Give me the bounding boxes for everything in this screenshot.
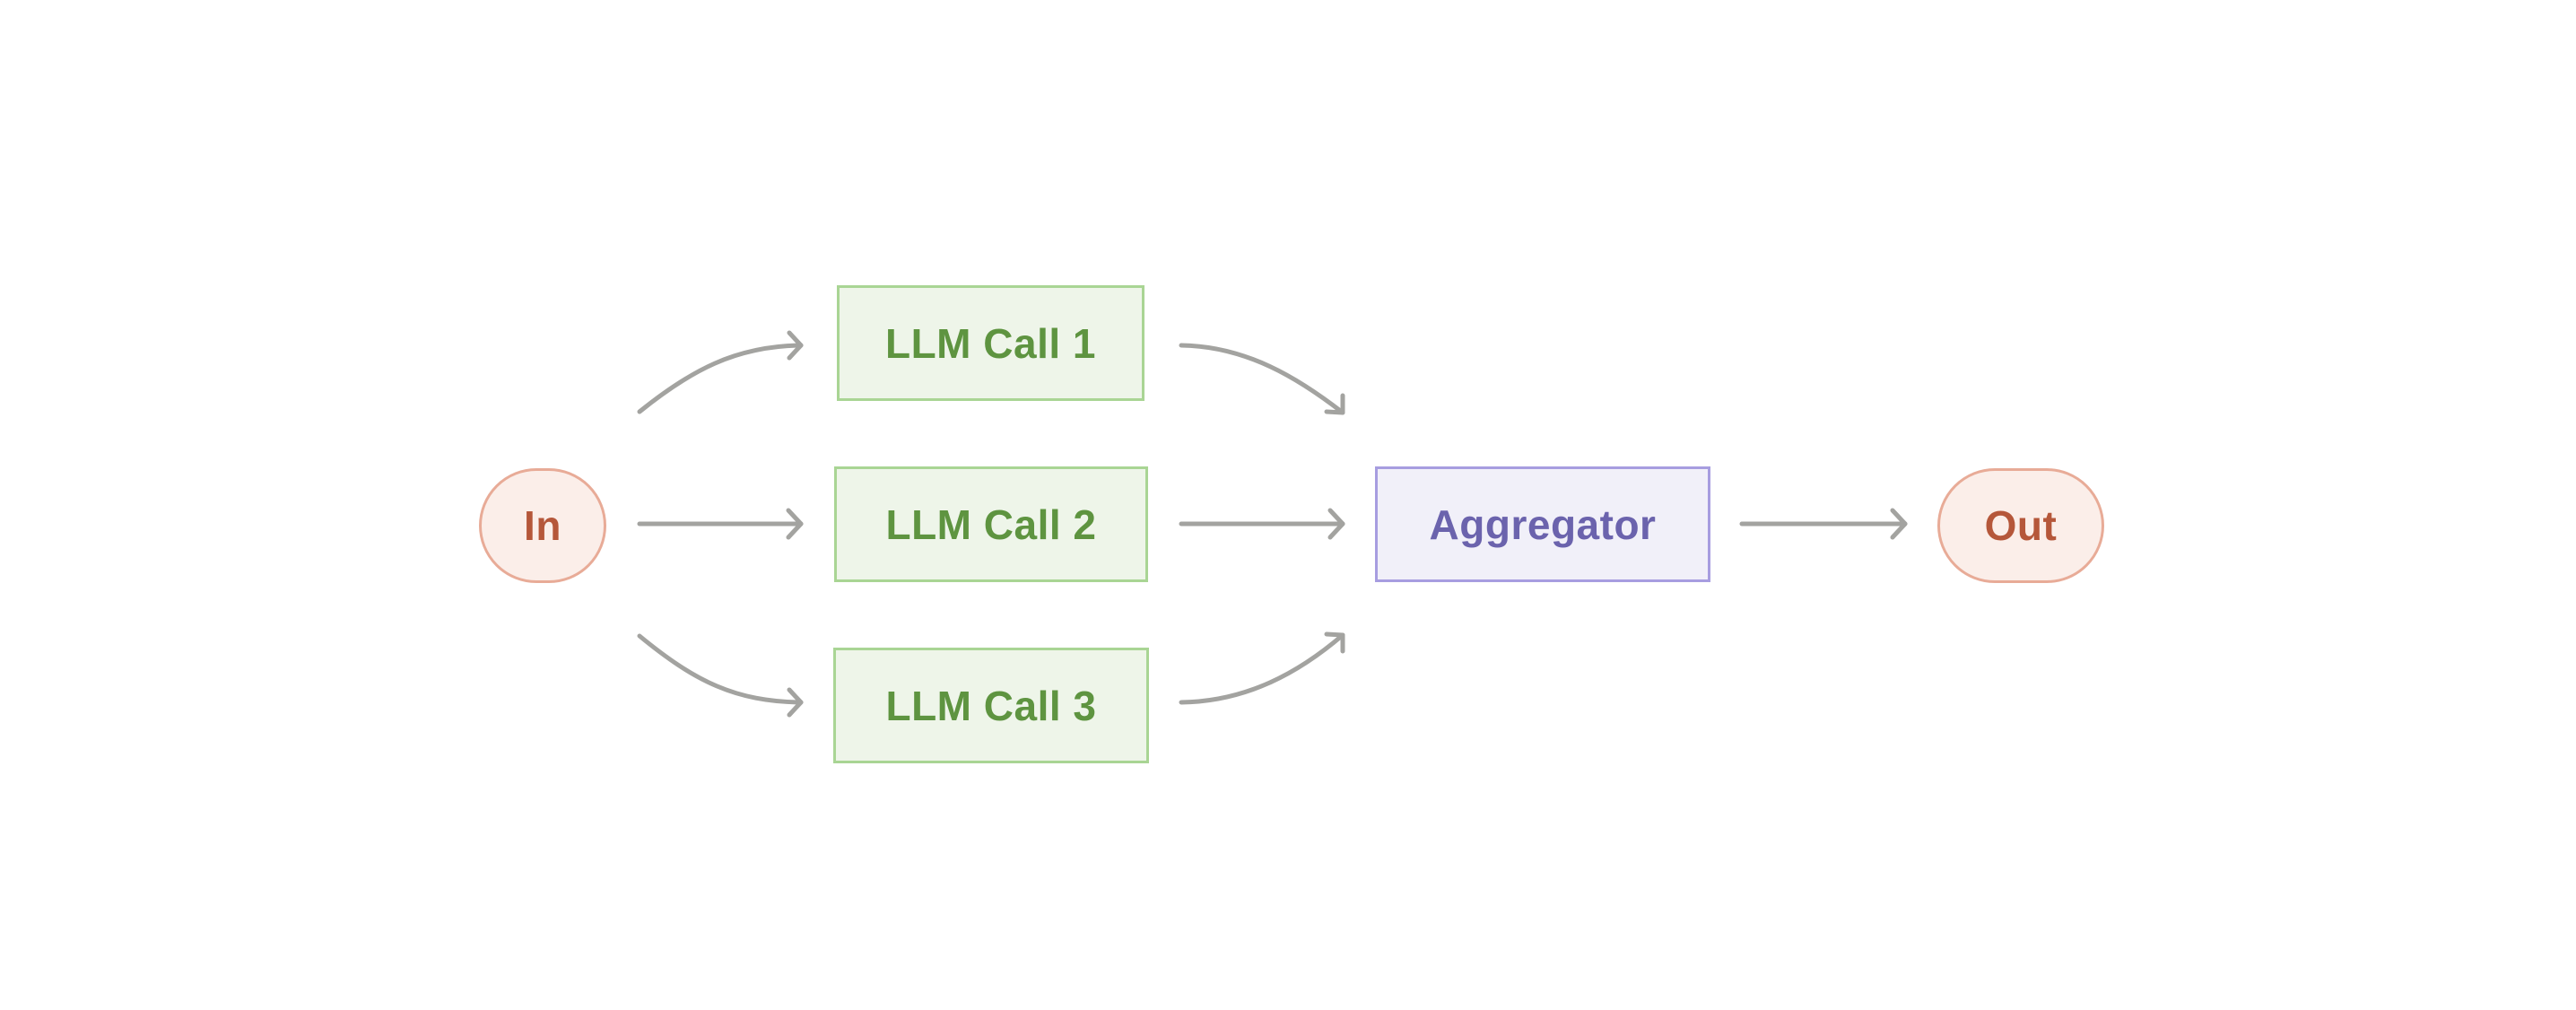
arrowhead-icon bbox=[1324, 631, 1345, 654]
aggregator-node: Aggregator bbox=[1375, 466, 1710, 582]
edge-llm-2-to-aggregator bbox=[1179, 508, 1345, 540]
llm-call-2-label: LLM Call 2 bbox=[885, 501, 1097, 548]
output-node-label: Out bbox=[1984, 502, 2058, 549]
llm-call-1-label: LLM Call 1 bbox=[884, 319, 1097, 367]
arrowhead-icon bbox=[1324, 393, 1345, 415]
arrowhead-icon bbox=[1327, 508, 1345, 540]
llm-call-2-node: LLM Call 2 bbox=[834, 466, 1148, 582]
output-node: Out bbox=[1937, 468, 2104, 583]
edge-in-to-llm-2 bbox=[637, 508, 804, 540]
arrowhead-icon bbox=[787, 687, 804, 718]
input-node: In bbox=[479, 468, 606, 583]
edge-llm-3-to-aggregator-line bbox=[1179, 632, 1345, 705]
llm-call-1-node: LLM Call 1 bbox=[837, 285, 1144, 401]
edge-in-to-llm-1-line bbox=[637, 343, 804, 414]
arrowhead-icon bbox=[786, 508, 804, 540]
input-node-label: In bbox=[524, 502, 561, 549]
llm-call-3-label: LLM Call 3 bbox=[885, 682, 1097, 729]
edge-aggregator-to-out bbox=[1739, 508, 1908, 540]
edge-in-to-llm-3 bbox=[637, 633, 804, 718]
edge-llm-1-to-aggregator-line bbox=[1179, 343, 1345, 415]
arrowhead-icon bbox=[787, 330, 804, 361]
llm-call-3-node: LLM Call 3 bbox=[833, 648, 1149, 763]
edge-llm-1-to-aggregator bbox=[1179, 343, 1345, 415]
arrowhead-icon bbox=[1890, 508, 1908, 540]
aggregator-label: Aggregator bbox=[1429, 501, 1657, 548]
edge-in-to-llm-1 bbox=[637, 330, 804, 414]
edge-llm-3-to-aggregator bbox=[1179, 631, 1345, 705]
edge-in-to-llm-3-line bbox=[637, 633, 804, 705]
